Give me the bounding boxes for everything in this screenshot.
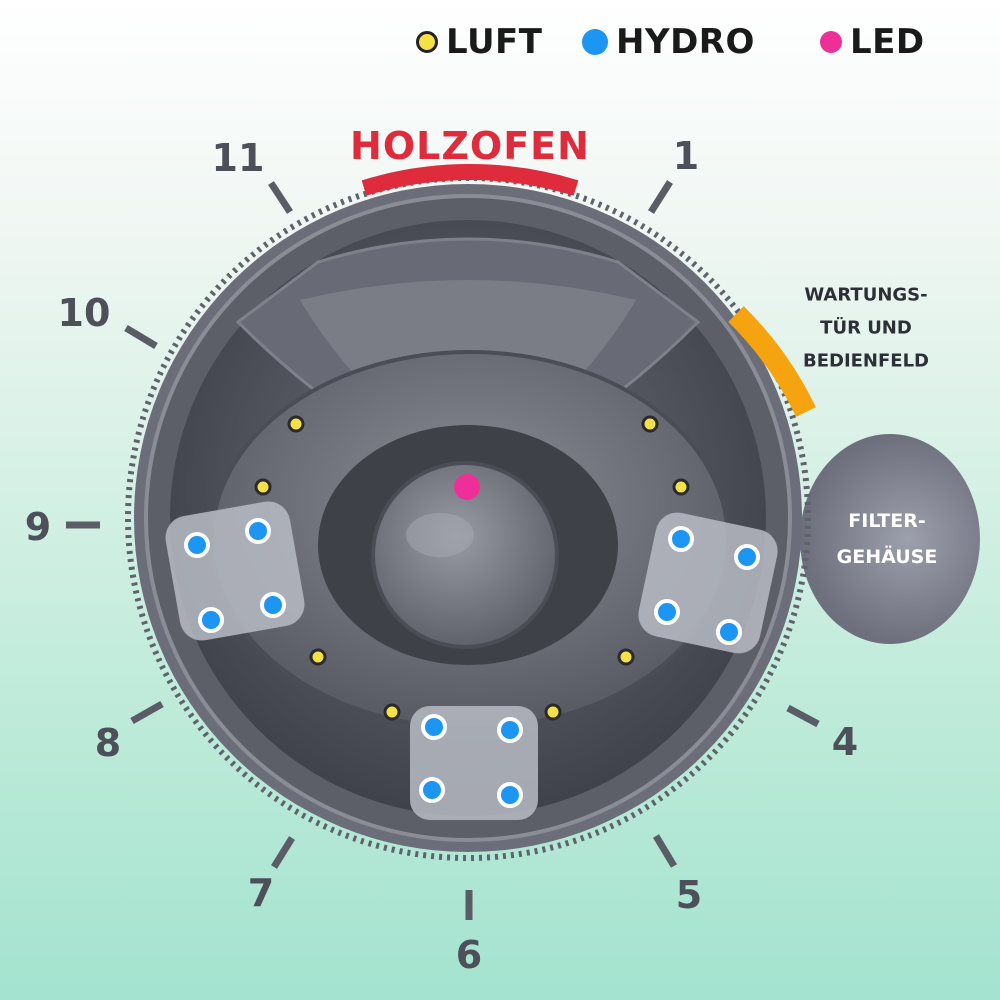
filter-label-line-1: FILTER- — [848, 510, 926, 532]
legend-item-led: LED — [820, 22, 925, 62]
hydro-jet — [260, 592, 286, 618]
tick-1 — [648, 180, 673, 214]
air-jet — [617, 648, 635, 666]
service-panel-label: WARTUNGS- TÜR UND BEDIENFELD — [776, 279, 956, 378]
clock-number-7: 7 — [247, 871, 275, 915]
legend-item-luft: LUFT — [416, 22, 542, 62]
legend: LUFT HYDRO LED — [0, 22, 1000, 72]
hydro-jet — [245, 518, 271, 544]
tick-7 — [271, 836, 295, 869]
air-jet — [672, 478, 690, 496]
air-jet — [641, 415, 659, 433]
service-panel-marker — [728, 306, 816, 417]
air-jet — [309, 648, 327, 666]
legend-label-hydro: HYDRO — [616, 22, 755, 62]
hydro-jet — [419, 777, 445, 803]
air-jet — [287, 415, 305, 433]
clock-number-5: 5 — [675, 873, 703, 917]
legend-label-luft: LUFT — [446, 22, 543, 62]
hydro-dot-icon — [582, 29, 608, 55]
led-light — [454, 474, 480, 500]
service-label-line-1: WARTUNGS- — [804, 284, 928, 306]
tick-8 — [130, 700, 164, 725]
air-jet — [544, 703, 562, 721]
legend-item-hydro: HYDRO — [582, 22, 755, 62]
hydro-jets — [184, 518, 760, 808]
hydro-pad-right — [638, 512, 778, 654]
tick-4 — [786, 704, 820, 728]
service-label-line-3: BEDIENFELD — [802, 350, 930, 372]
hydro-jet — [654, 599, 680, 625]
clock-number-1: 1 — [672, 134, 700, 178]
air-jet — [254, 478, 272, 496]
hydro-jet — [497, 717, 523, 743]
stove-label: HOLZOFEN — [350, 124, 590, 168]
clock-number-9: 9 — [24, 505, 52, 549]
clock-number-8: 8 — [94, 721, 122, 765]
clock-number-6: 6 — [455, 933, 483, 977]
clock-number-10: 10 — [57, 291, 111, 335]
clock-ticks — [66, 180, 820, 920]
air-jet — [383, 703, 401, 721]
footwell-highlight — [406, 513, 474, 557]
tick-10 — [124, 324, 158, 350]
filter-label-line-2: GEHÄUSE — [836, 546, 938, 568]
tick-11 — [268, 181, 293, 214]
legend-label-led: LED — [850, 22, 925, 62]
hydro-jet — [184, 532, 210, 558]
hydro-jet — [734, 544, 760, 570]
hydro-jet — [421, 714, 447, 740]
tick-5 — [652, 834, 678, 868]
led-dot-icon — [820, 31, 842, 53]
stove-marker — [361, 164, 579, 196]
hydro-jet — [497, 782, 523, 808]
center-footwell — [371, 461, 559, 649]
clock-number-4: 4 — [831, 720, 859, 764]
clock-number-11: 11 — [211, 136, 265, 180]
hydro-jet — [668, 526, 694, 552]
hydro-pad-left — [165, 501, 305, 641]
air-jets — [254, 415, 690, 721]
service-label-line-2: TÜR UND — [820, 317, 912, 339]
luft-dot-icon — [416, 31, 438, 53]
filter-housing: FILTER- GEHÄUSE — [800, 434, 980, 644]
hydro-jet — [198, 607, 224, 633]
hydro-jet — [716, 619, 742, 645]
